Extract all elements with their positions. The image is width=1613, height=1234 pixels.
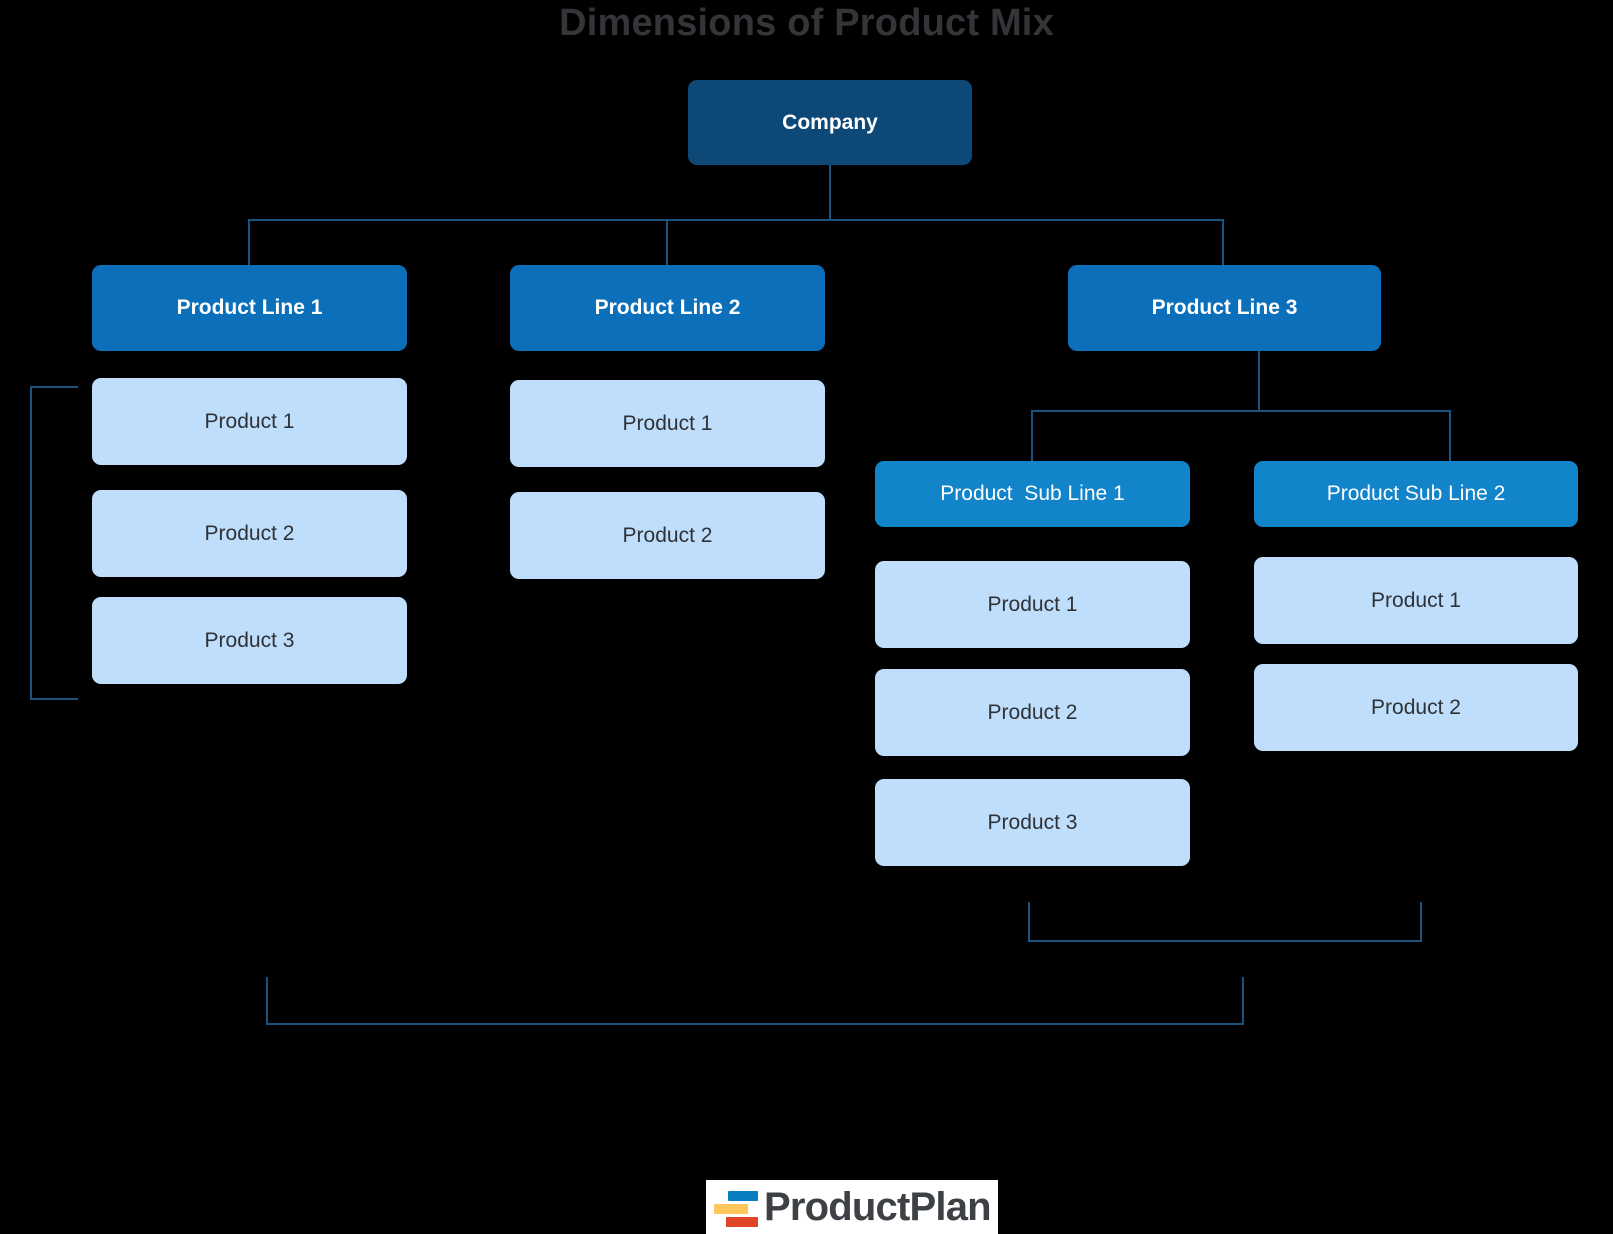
node-subline1-product-3-label: Product 3 [987,810,1078,834]
bracket-sublines-group [1028,902,1422,942]
connector-drop-line3 [1222,219,1224,266]
logo-bar-blue-icon [728,1191,758,1201]
node-company-label: Company [782,110,878,134]
node-product-sub-line-2-label: Product Sub Line 2 [1326,482,1506,506]
node-subline1-product-3[interactable]: Product 3 [875,779,1190,866]
node-line1-product-2[interactable]: Product 2 [92,490,407,577]
node-product-line-2-label: Product Line 2 [594,296,741,320]
node-subline2-product-2-label: Product 2 [1371,695,1461,719]
node-line2-product-1-label: Product 1 [622,411,713,435]
connector-lines-bus [248,219,1224,221]
productplan-logo: ProductPlan [706,1180,998,1234]
node-product-line-1[interactable]: Product Line 1 [92,265,407,351]
bracket-line1-products [30,386,78,700]
node-product-line-3-label: Product Line 3 [1151,296,1298,320]
node-company[interactable]: Company [688,80,972,165]
node-product-sub-line-2[interactable]: Product Sub Line 2 [1254,461,1578,527]
bracket-all-lines-group [266,977,1244,1025]
node-subline2-product-1[interactable]: Product 1 [1254,557,1578,644]
node-line1-product-3[interactable]: Product 3 [92,597,407,684]
page-title: Dimensions of Product Mix [559,2,1054,44]
node-line1-product-1[interactable]: Product 1 [92,378,407,465]
node-subline1-product-2-label: Product 2 [987,700,1078,724]
node-line2-product-1[interactable]: Product 1 [510,380,825,467]
connector-drop-line2 [666,219,668,266]
connector-drop-line1 [248,219,250,266]
node-subline2-product-1-label: Product 1 [1371,588,1461,612]
connector-line3-trunk [1258,351,1260,412]
connector-sublines-bus [1031,410,1451,412]
connector-drop-subline2 [1449,410,1451,463]
node-subline1-product-1-label: Product 1 [987,592,1078,616]
node-product-line-2[interactable]: Product Line 2 [510,265,825,351]
node-line1-product-2-label: Product 2 [204,521,295,545]
node-subline1-product-2[interactable]: Product 2 [875,669,1190,756]
node-product-line-1-label: Product Line 1 [176,296,323,320]
logo-bar-red-icon [726,1217,758,1227]
node-subline2-product-2[interactable]: Product 2 [1254,664,1578,751]
node-line1-product-1-label: Product 1 [204,409,295,433]
logo-bar-yellow-icon [714,1204,748,1214]
node-product-sub-line-1-label: Product Sub Line 1 [940,482,1125,506]
node-product-sub-line-1[interactable]: Product Sub Line 1 [875,461,1190,527]
productplan-logo-mark-icon [714,1187,758,1227]
node-product-line-3[interactable]: Product Line 3 [1068,265,1381,351]
productplan-logo-text: ProductPlan [764,1185,992,1229]
node-line1-product-3-label: Product 3 [204,628,295,652]
node-line2-product-2-label: Product 2 [622,523,713,547]
node-line2-product-2[interactable]: Product 2 [510,492,825,579]
node-subline1-product-1[interactable]: Product 1 [875,561,1190,648]
connector-drop-subline1 [1031,410,1033,463]
connector-company-trunk [829,165,831,220]
